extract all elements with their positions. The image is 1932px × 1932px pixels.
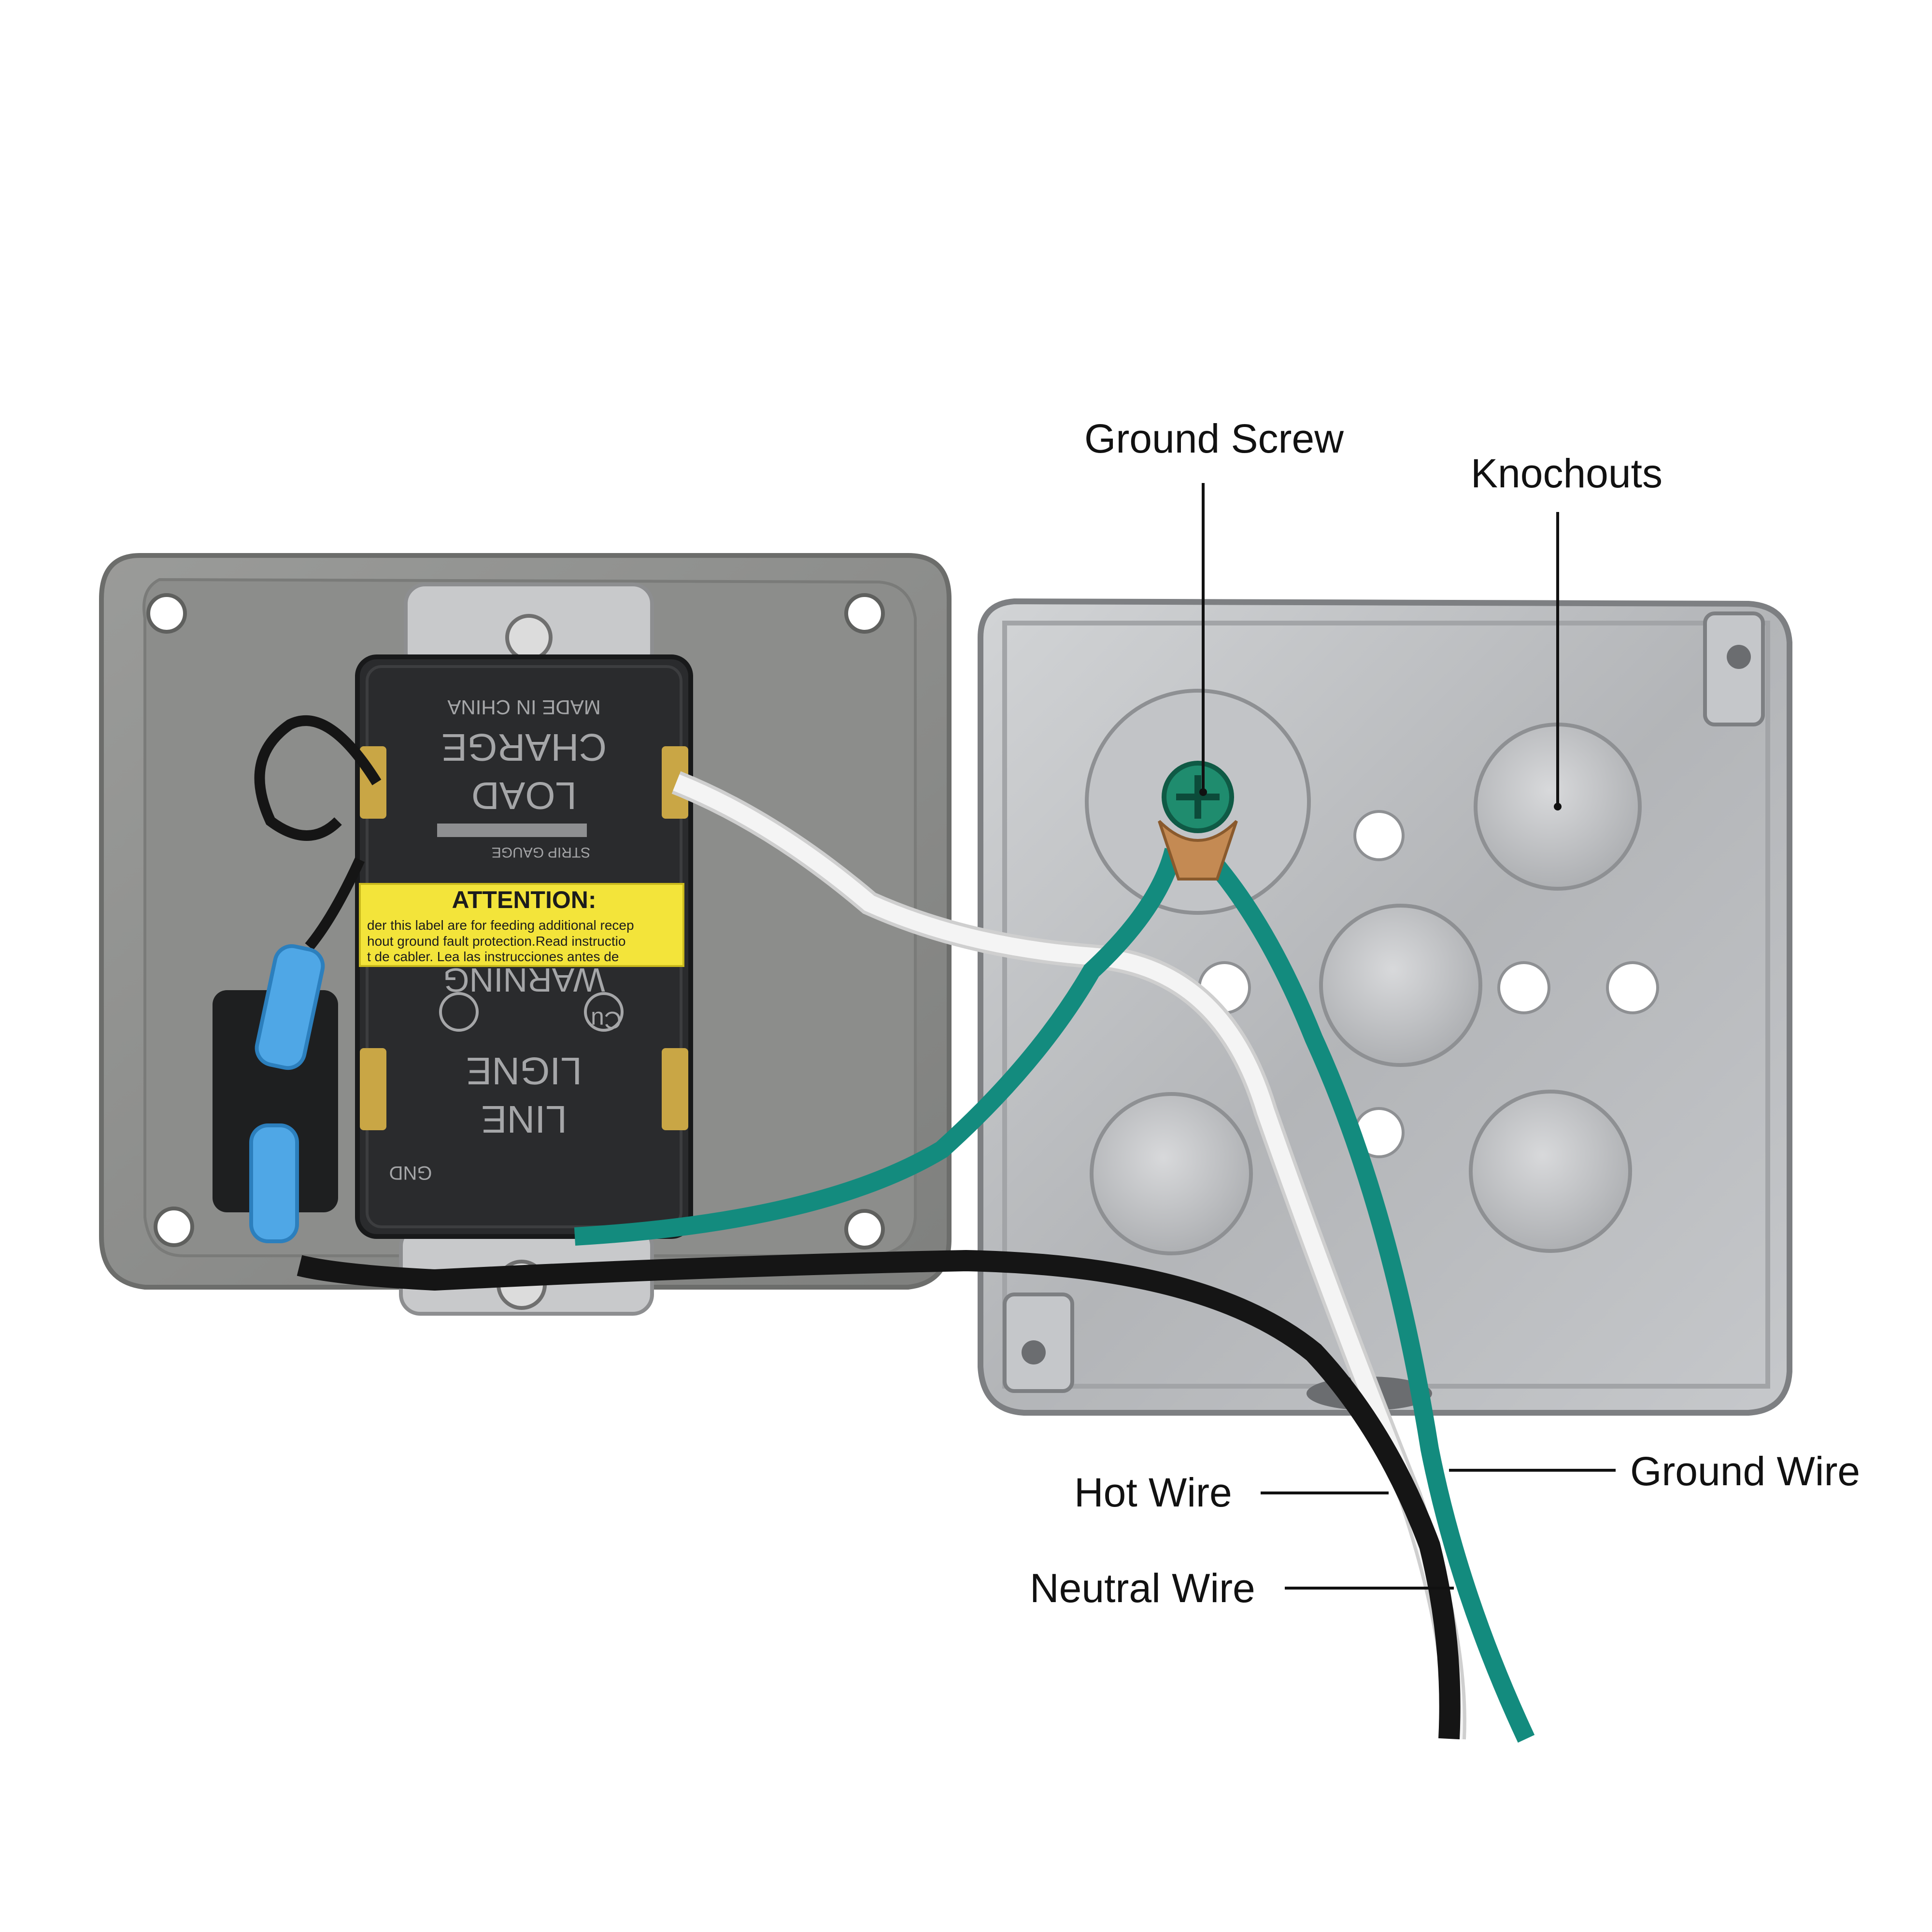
gnd-label: GND xyxy=(389,1162,432,1183)
ground-screw-pointer xyxy=(1199,788,1207,796)
callout-hot-wire: Hot Wire xyxy=(1074,1470,1232,1515)
callout-neutral-wire: Neutral Wire xyxy=(1030,1565,1255,1611)
plate-hole-bottom-left xyxy=(154,1207,194,1247)
attention-sticker: ATTENTION: der this label are for feedin… xyxy=(359,883,684,967)
ground-screw-leader-line xyxy=(1202,483,1205,792)
black-pigtail-wire xyxy=(254,715,382,841)
plate-hole-bottom-right xyxy=(844,1209,885,1250)
knockout-middle xyxy=(1319,904,1482,1067)
yoke-screw-top xyxy=(505,614,553,661)
attention-title: ATTENTION: xyxy=(452,886,596,913)
callout-ground-screw: Ground Screw xyxy=(1084,416,1344,461)
cu-mark xyxy=(584,992,624,1032)
box-hole xyxy=(1497,961,1550,1014)
box-hole xyxy=(1353,810,1405,861)
callout-knockouts: Knochouts xyxy=(1471,451,1662,496)
knockouts-leader-line xyxy=(1556,512,1559,807)
blue-connector-lower xyxy=(249,1123,299,1243)
charge-label: CHARGE xyxy=(441,726,607,769)
terminal-line-right xyxy=(662,1048,688,1130)
attention-line-1: der this label are for feeding additiona… xyxy=(367,918,634,933)
load-label: LOAD xyxy=(471,774,577,817)
ground-wire-to-cord xyxy=(1196,844,1535,1743)
ground-wire-to-receptacle xyxy=(574,848,1183,1246)
ul-mark xyxy=(439,992,479,1032)
line-label: LINE xyxy=(481,1098,567,1141)
ground-wire-leader-line xyxy=(1449,1469,1616,1472)
box-hole xyxy=(1606,961,1659,1014)
callout-ground-wire: Ground Wire xyxy=(1630,1449,1861,1494)
ligne-label: LIGNE xyxy=(466,1050,582,1093)
attention-line-3: t de cabler. Lea las instrucciones antes… xyxy=(367,949,619,964)
terminal-line-left xyxy=(360,1048,386,1130)
terminal-load-right xyxy=(662,746,688,819)
made-in-label: MADE IN CHINA xyxy=(447,696,600,719)
warning-label: WARNING xyxy=(443,961,605,999)
knockout-pointer xyxy=(1554,803,1562,810)
metal-junction-box xyxy=(978,598,1792,1416)
box-corner-tab-top-right xyxy=(1703,611,1765,726)
black-hot-wire xyxy=(297,1250,1461,1740)
strip-gauge-label: STRIP GAUGE xyxy=(492,844,591,860)
hot-wire-leader-line xyxy=(1261,1492,1389,1494)
black-feed-wire-left xyxy=(305,857,365,951)
blue-connector-upper xyxy=(255,944,325,1070)
strip-gauge-bar xyxy=(437,824,587,837)
ground-ring-terminal xyxy=(1158,820,1238,881)
neutral-wire-leader-line xyxy=(1285,1587,1454,1590)
plate-hole-top-right xyxy=(844,593,885,634)
knockout-bottom-right xyxy=(1469,1090,1632,1253)
plate-hole-top-left xyxy=(146,593,187,634)
knockout-bottom-left xyxy=(1090,1092,1253,1255)
attention-line-2: hout ground fault protection.Read instru… xyxy=(367,934,625,949)
gfci-receptacle-back: MADE IN CHINA CHARGE LOAD STRIP GAUGE WA… xyxy=(355,654,693,1239)
